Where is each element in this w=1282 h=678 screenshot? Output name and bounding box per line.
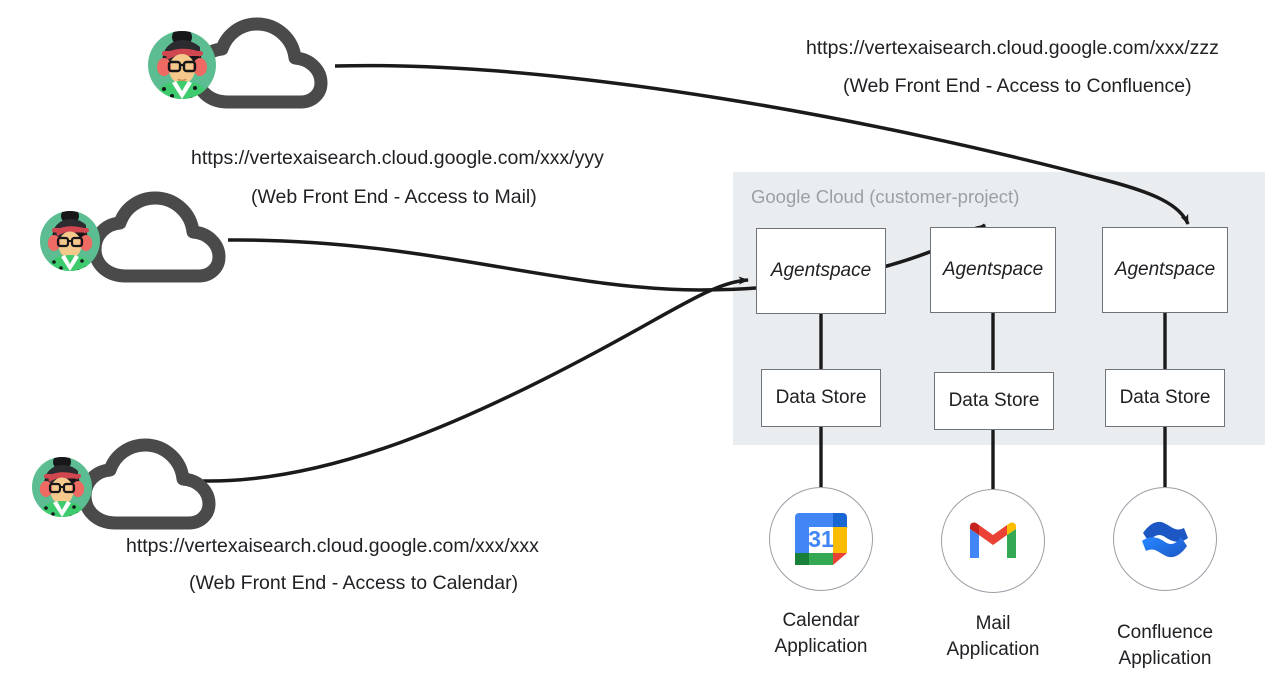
cloud-icon [78, 438, 216, 530]
datastore-box-mail[interactable]: Data Store [934, 372, 1054, 430]
google-calendar-icon: 31 [795, 513, 847, 565]
gmail-icon [970, 522, 1016, 558]
user-calendar-caption: (Web Front End - Access to Calendar) [189, 572, 519, 594]
connector-agentspace-datastore [819, 313, 1167, 370]
datastore-label: Data Store [775, 387, 867, 408]
agentspace-box-mail[interactable]: Agentspace [930, 227, 1056, 313]
confluence-icon [1142, 521, 1188, 558]
datastore-box-calendar[interactable]: Data Store [761, 369, 881, 427]
user-avatar-icon [32, 457, 92, 517]
agentspace-label: Agentspace [770, 260, 872, 281]
mail-application-node[interactable] [941, 489, 1045, 593]
user-confluence-url: https://vertexaisearch.cloud.google.com/… [806, 37, 1219, 59]
confluence-application-label: Confluence Application [1085, 620, 1245, 671]
app-label-line2: Application [946, 638, 1040, 660]
arrow-user-mail [227, 223, 986, 292]
agentspace-label: Agentspace [1114, 259, 1216, 280]
app-label-line1: Calendar [782, 610, 860, 631]
mail-application-label: Mail Application [913, 611, 1073, 662]
user-mail-url: https://vertexaisearch.cloud.google.com/… [191, 147, 604, 169]
app-label-line2: Application [774, 635, 868, 657]
app-label-line1: Confluence [1116, 622, 1214, 643]
datastore-box-confluence[interactable]: Data Store [1105, 369, 1225, 427]
agentspace-label: Agentspace [942, 259, 1044, 280]
user-confluence-caption: (Web Front End - Access to Confluence) [843, 75, 1192, 97]
user-calendar-url: https://vertexaisearch.cloud.google.com/… [126, 535, 539, 557]
calendar-day-number: 31 [808, 526, 834, 552]
google-cloud-region-label: Google Cloud (customer-project) [751, 186, 1020, 207]
datastore-label: Data Store [1119, 387, 1211, 408]
connector-datastore-application [819, 427, 1167, 489]
agentspace-box-calendar[interactable]: Agentspace [756, 228, 886, 314]
app-label-line2: Application [1118, 647, 1212, 669]
app-label-line1: Mail [975, 613, 1011, 634]
arrow-user-calendar [202, 276, 749, 483]
calendar-application-label: Calendar Application [741, 608, 901, 659]
user-mail-caption: (Web Front End - Access to Mail) [251, 186, 537, 208]
agentspace-box-confluence[interactable]: Agentspace [1102, 227, 1228, 313]
calendar-application-node[interactable]: 31 [769, 487, 873, 591]
user-avatar-icon [148, 31, 216, 99]
arrow-user-confluence [334, 63, 1190, 225]
user-avatar-icon [40, 211, 100, 271]
confluence-application-node[interactable] [1113, 487, 1217, 591]
datastore-label: Data Store [948, 390, 1040, 411]
